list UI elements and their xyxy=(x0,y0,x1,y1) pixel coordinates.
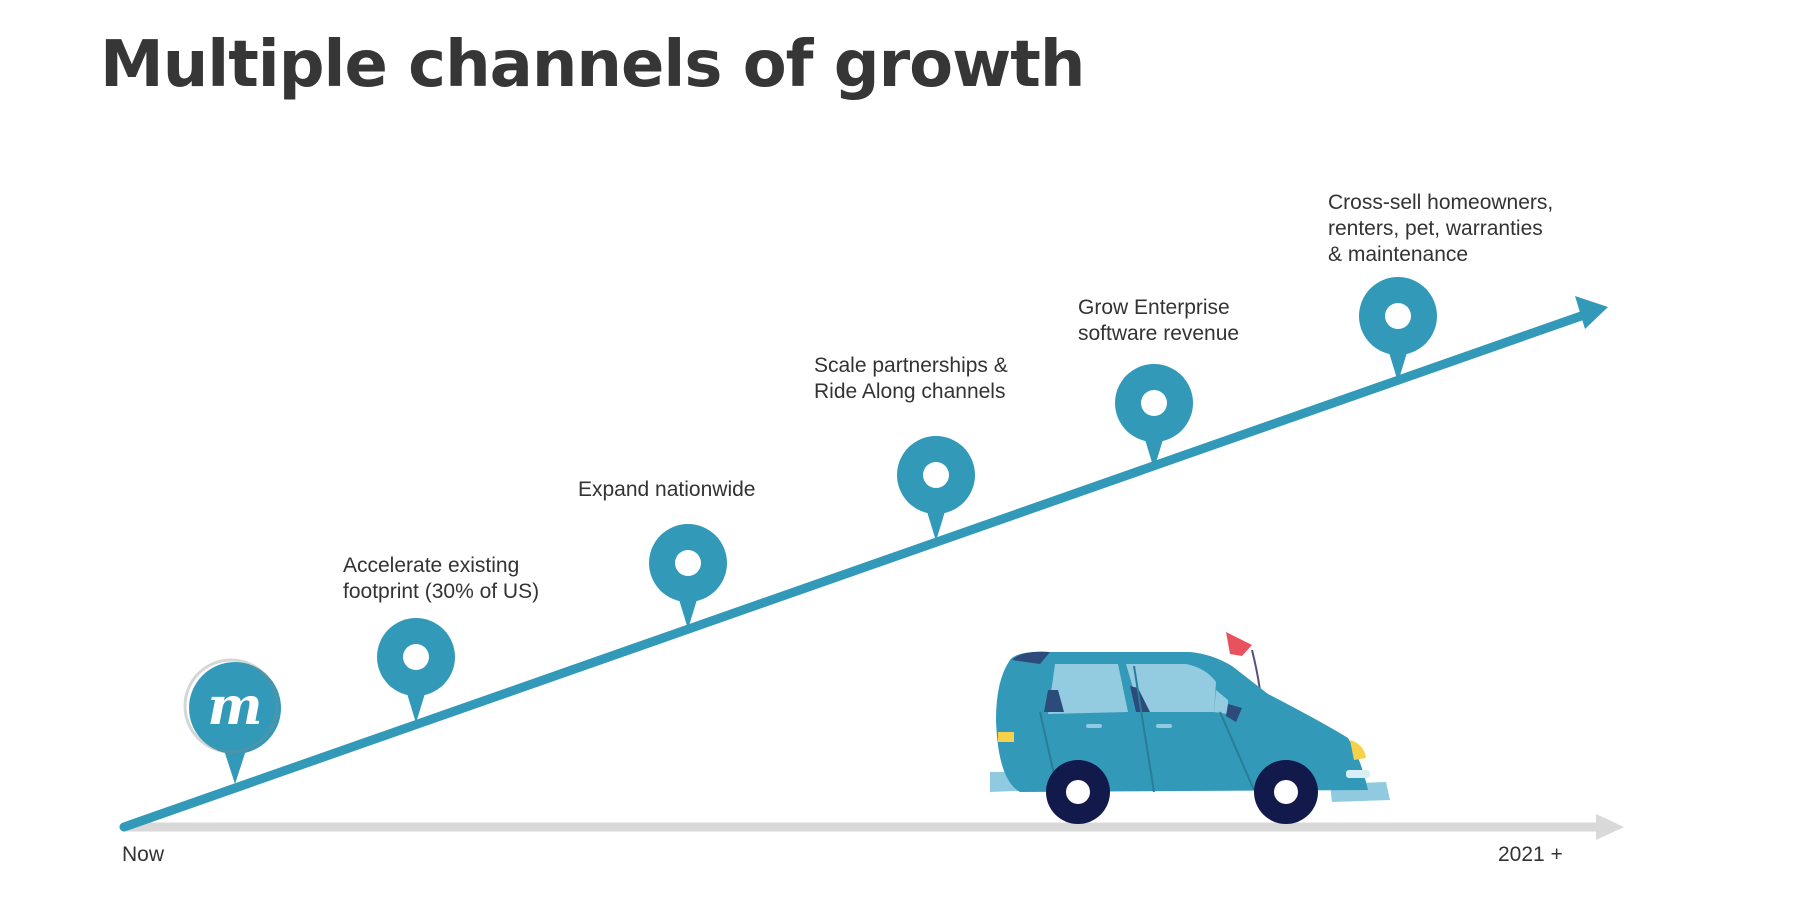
car-wheel xyxy=(1254,760,1318,824)
milestone-label-expand: Expand nationwide xyxy=(578,478,756,501)
time-axis-arrowhead xyxy=(1596,814,1624,840)
milestone-label-accelerate: Accelerate existing footprint (30% of US… xyxy=(343,554,540,603)
brand-logo-letter: m xyxy=(207,676,262,737)
location-pin-icon xyxy=(377,618,455,723)
milestone-label-cross-sell: Cross-sell homeowners, renters, pet, war… xyxy=(1328,191,1554,266)
location-pin-icon xyxy=(649,524,727,629)
location-pin-icon xyxy=(1359,277,1437,382)
location-pin-icon xyxy=(1115,364,1193,469)
axis-end-label: 2021 + xyxy=(1498,843,1563,866)
car-wheel xyxy=(1046,760,1110,824)
axis-start-label: Now xyxy=(122,843,165,866)
time-axis xyxy=(122,814,1624,840)
growth-arrow-head xyxy=(1575,296,1608,329)
flag-icon xyxy=(1226,632,1252,656)
growth-arrow xyxy=(119,296,1608,832)
brand-logo-pin-icon: m xyxy=(183,658,281,784)
location-pin-icon xyxy=(897,436,975,541)
milestone-label-enterprise: Grow Enterprise software revenue xyxy=(1078,296,1240,345)
car-illustration-icon xyxy=(990,632,1390,824)
milestone-label-partnerships: Scale partnerships & Ride Along channels xyxy=(814,354,1008,403)
page-title: Multiple channels of growth xyxy=(100,28,1085,102)
